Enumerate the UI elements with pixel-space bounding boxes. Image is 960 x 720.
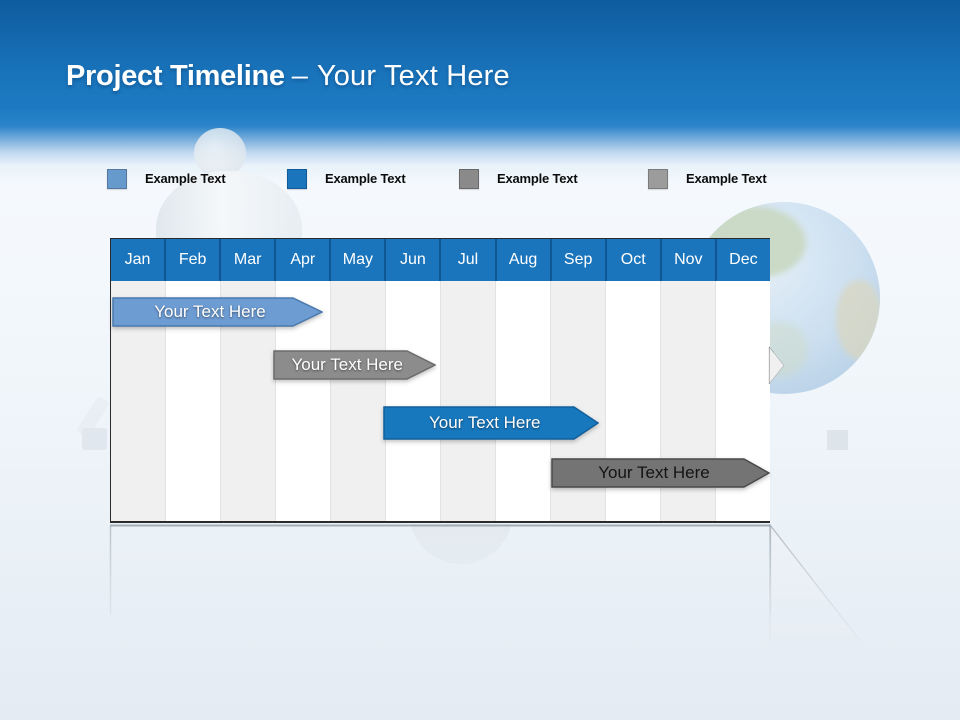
- month-header-feb: Feb: [166, 239, 222, 281]
- legend-label: Example Text: [145, 171, 226, 186]
- legend-swatch: [107, 168, 127, 189]
- bar-arrow-shape: [551, 458, 770, 488]
- legend-swatch: [459, 168, 479, 189]
- legend-swatch: [287, 168, 307, 189]
- title-placeholder: Your Text Here: [316, 60, 510, 92]
- timeline-grid: [110, 281, 770, 523]
- month-header-jul: Jul: [441, 239, 497, 281]
- grid-column-jun: [386, 281, 441, 521]
- legend-item-3[interactable]: Example Text: [459, 168, 578, 189]
- grid-column-jul: [441, 281, 496, 521]
- month-header-oct: Oct: [607, 239, 662, 281]
- legend-item-1[interactable]: Example Text: [107, 168, 226, 189]
- bar-arrow-shape: [112, 297, 323, 327]
- bar-label: Your Text Here: [598, 463, 710, 482]
- bar-label: Your Text Here: [428, 413, 541, 432]
- reflection-sphere: [410, 524, 512, 564]
- bar-label: Your Text Here: [291, 355, 403, 374]
- reflection-arrowhead: [769, 524, 883, 684]
- title-separator: –: [291, 60, 308, 92]
- arrowhead-triangle: [769, 346, 784, 385]
- timeline-bar-4[interactable]: Your Text Here: [551, 458, 770, 488]
- bar-label: Your Text Here: [154, 302, 266, 321]
- globe-graphic: [688, 202, 880, 394]
- globe-base: [827, 430, 848, 450]
- legend-item-4[interactable]: Example Text: [648, 168, 767, 189]
- month-header-nov: Nov: [662, 239, 717, 281]
- timeline-bar-2[interactable]: Your Text Here: [273, 350, 436, 380]
- grid-column-aug: [496, 281, 551, 521]
- month-header-mar: Mar: [221, 239, 277, 281]
- timeline-bar-1[interactable]: Your Text Here: [112, 297, 323, 327]
- person-figure-head: [194, 128, 246, 178]
- bar-arrow-shape: [383, 406, 599, 440]
- legend-item-2[interactable]: Example Text: [287, 168, 406, 189]
- timeline-bar-3[interactable]: Your Text Here: [383, 406, 599, 440]
- legend-label: Example Text: [497, 171, 578, 186]
- bar-arrow-shape: [273, 350, 436, 380]
- month-header-dec: Dec: [729, 251, 758, 268]
- month-header-jun: Jun: [386, 239, 442, 281]
- month-header-may: May: [331, 239, 387, 281]
- legend-label: Example Text: [686, 171, 767, 186]
- globe-continent: [836, 280, 880, 360]
- legend-label: Example Text: [325, 171, 406, 186]
- timeline-arrowhead[interactable]: [769, 236, 885, 526]
- person-figure-hand: [82, 428, 107, 450]
- slide-title[interactable]: Project Timeline–Your Text Here: [66, 60, 510, 93]
- month-header-jan: Jan: [111, 239, 167, 281]
- legend-swatch: [648, 168, 668, 189]
- title-main: Project Timeline: [66, 60, 285, 92]
- month-header-aug: Aug: [497, 239, 552, 281]
- grid-column-may: [331, 281, 386, 521]
- table-reflection: [109, 524, 883, 684]
- month-header-sep: Sep: [552, 239, 607, 281]
- month-header-apr: Apr: [276, 239, 332, 281]
